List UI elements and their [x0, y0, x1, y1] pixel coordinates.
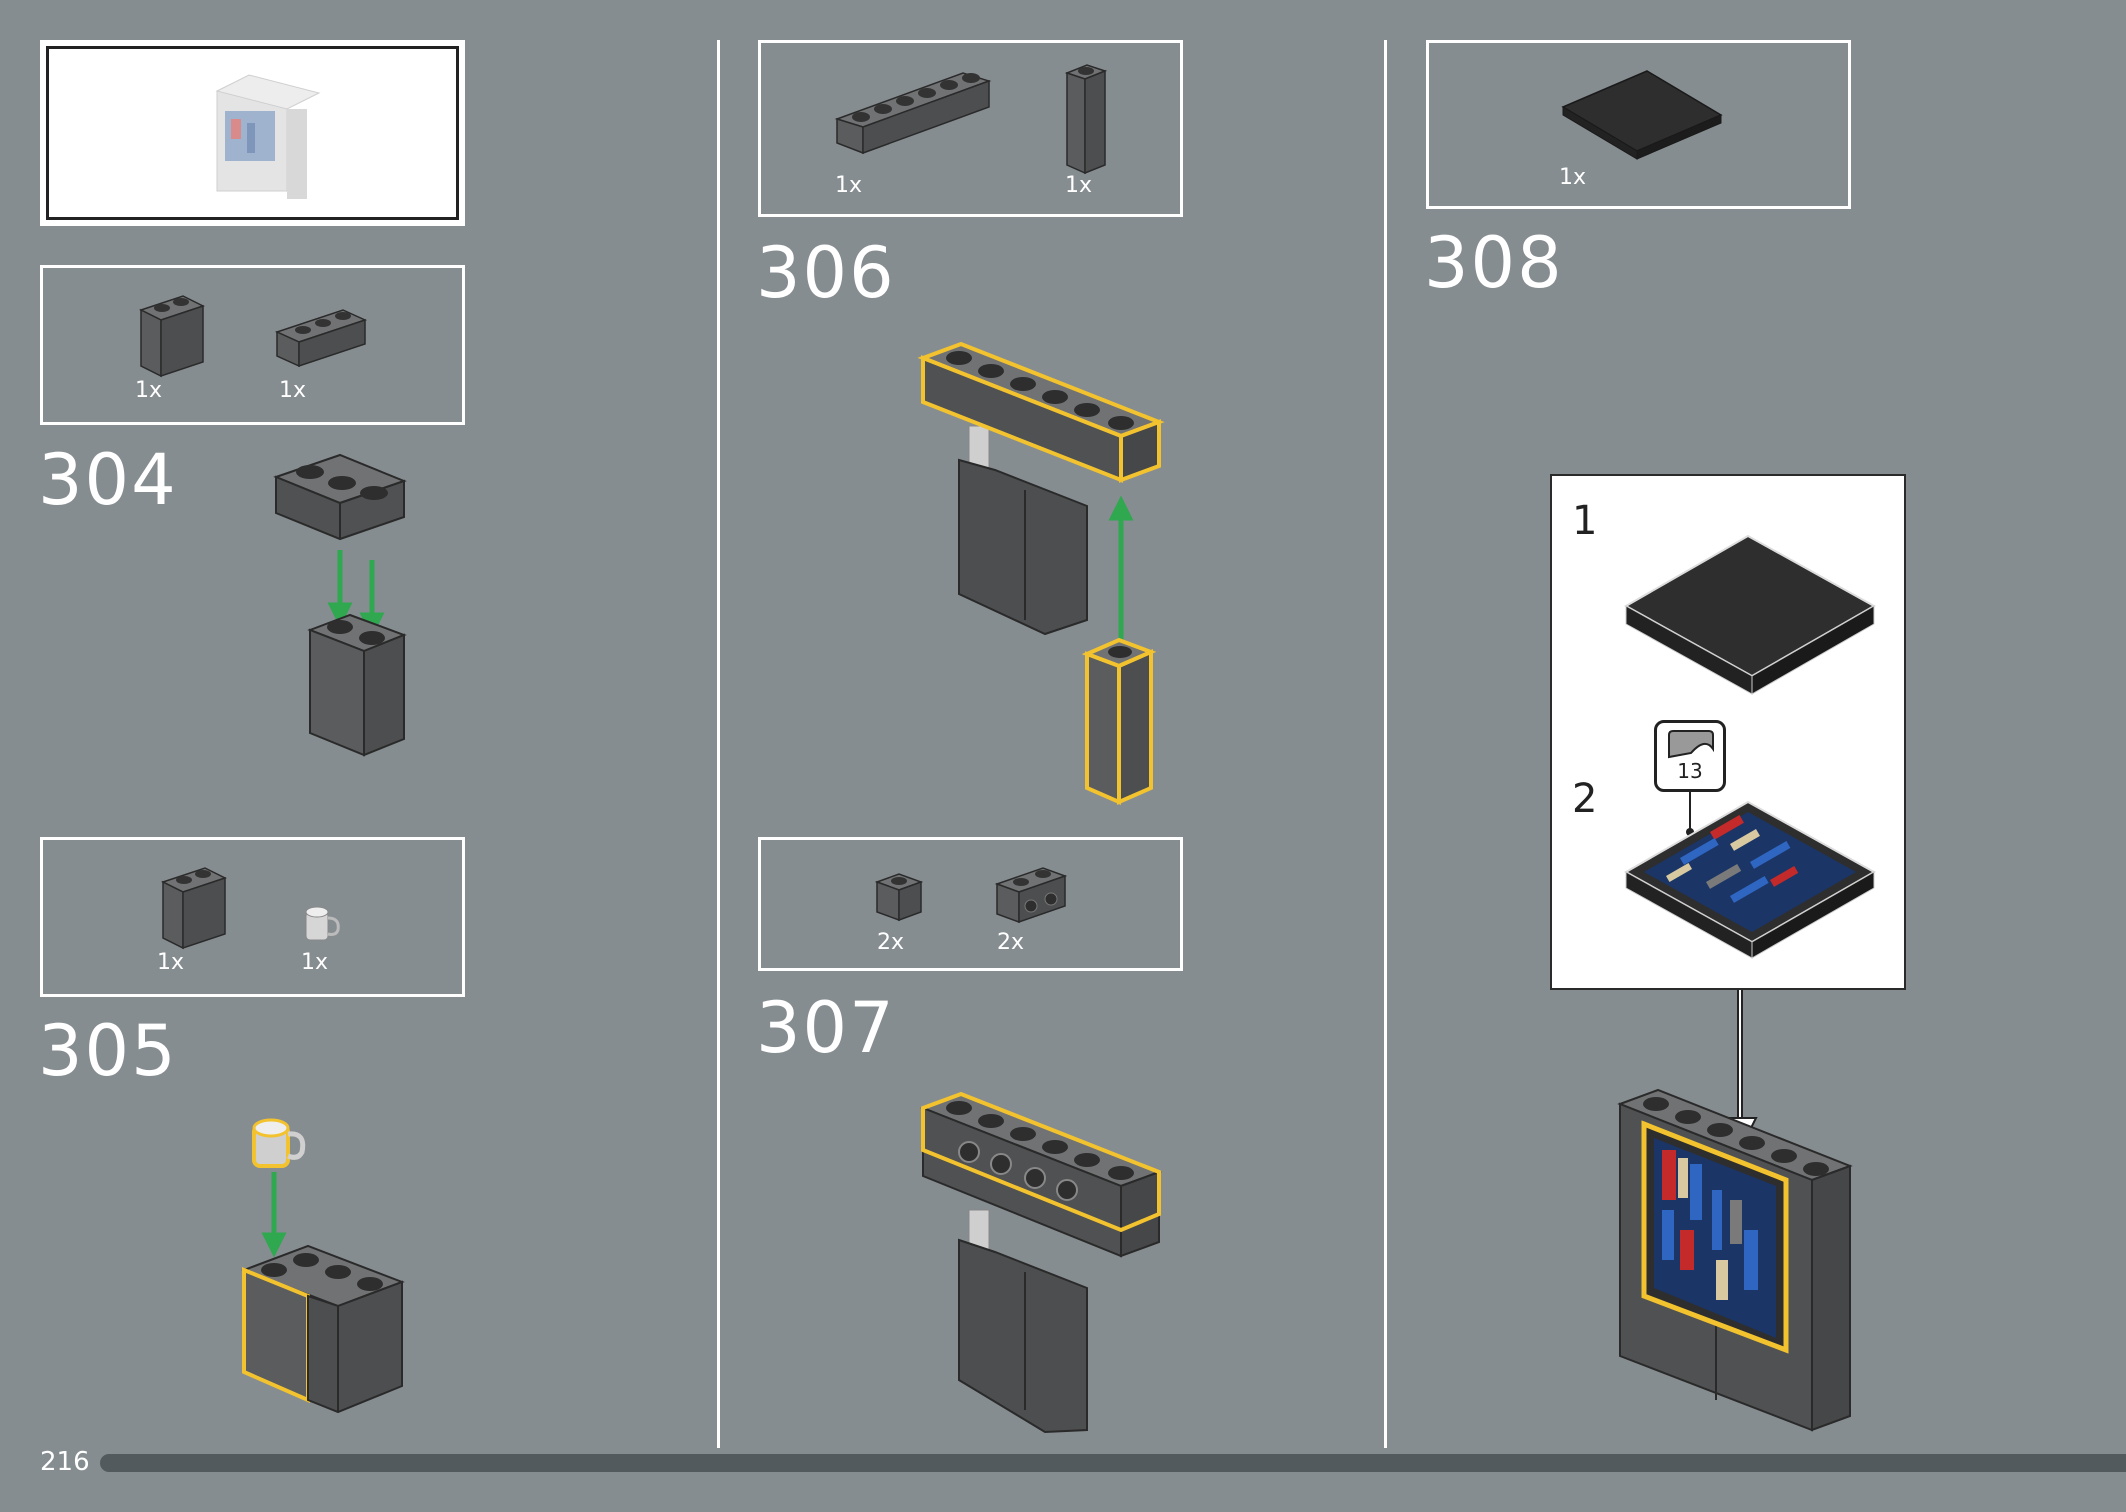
step-number-306: 306: [756, 232, 896, 314]
sub-step-number-1: 1: [1572, 498, 1598, 544]
parts-list-308: 1x: [1426, 40, 1851, 209]
step-304-assembly: [273, 453, 407, 757]
model-preview-image: [215, 74, 321, 199]
step-number-304: 304: [38, 439, 178, 521]
part-dark-gray-brick-1x3: [274, 309, 368, 368]
part-qty-306-1: 1x: [835, 173, 863, 198]
sticker-sheet-badge: 13: [1654, 720, 1726, 792]
part-qty-304-1: 1x: [135, 378, 163, 403]
part-qty-307-2: 2x: [997, 930, 1025, 955]
part-dark-gray-brick-1x6: [834, 72, 992, 155]
part-light-gray-cup: [305, 906, 340, 941]
part-qty-306-2: 1x: [1065, 173, 1093, 198]
progress-bar: [100, 1454, 2126, 1472]
parts-list-307: 2x 2x: [758, 837, 1183, 971]
part-qty-304-2: 1x: [279, 378, 307, 403]
sticker-number: 13: [1677, 759, 1703, 783]
part-dark-gray-brick-1x1x3: [1064, 64, 1108, 175]
step-306-assembly: [917, 341, 1165, 806]
part-dark-gray-brick-1x2x2: [161, 867, 227, 950]
part-qty-305-1: 1x: [157, 950, 185, 975]
sub-step-number-2: 2: [1572, 776, 1598, 822]
part-black-tile-4x4: [1561, 70, 1723, 160]
step-307-assembly: [920, 1091, 1162, 1434]
sub-assembly-callout: 1 2 13: [1550, 474, 1906, 990]
column-divider-1: [717, 40, 720, 1448]
step-308-assembly: [1617, 1088, 1853, 1432]
part-dark-gray-brick-1x1: [874, 873, 924, 922]
step-305-assembly: [241, 1118, 405, 1414]
parts-list-306: 1x 1x: [758, 40, 1183, 217]
part-dark-gray-brick-1x2x2: [139, 295, 205, 378]
part-qty-305-2: 1x: [301, 950, 329, 975]
part-qty-307-1: 2x: [877, 930, 905, 955]
parts-list-304: 1x 1x: [40, 265, 465, 425]
sticker-peel-icon: [1668, 730, 1714, 759]
sub-step-2-tile-with-sticker: [1623, 792, 1877, 959]
step-number-305: 305: [38, 1010, 178, 1092]
sub-step-1-tile: [1623, 534, 1877, 695]
parts-list-305: 1x 1x: [40, 837, 465, 997]
step-number-307: 307: [756, 987, 896, 1069]
step-number-308: 308: [1424, 222, 1564, 304]
page-number: 216: [40, 1447, 90, 1477]
part-qty-308-1: 1x: [1559, 165, 1587, 190]
model-overview-thumbnail: [40, 40, 465, 226]
column-divider-2: [1384, 40, 1387, 1448]
part-dark-gray-brick-1x2-studs-side: [994, 867, 1068, 924]
